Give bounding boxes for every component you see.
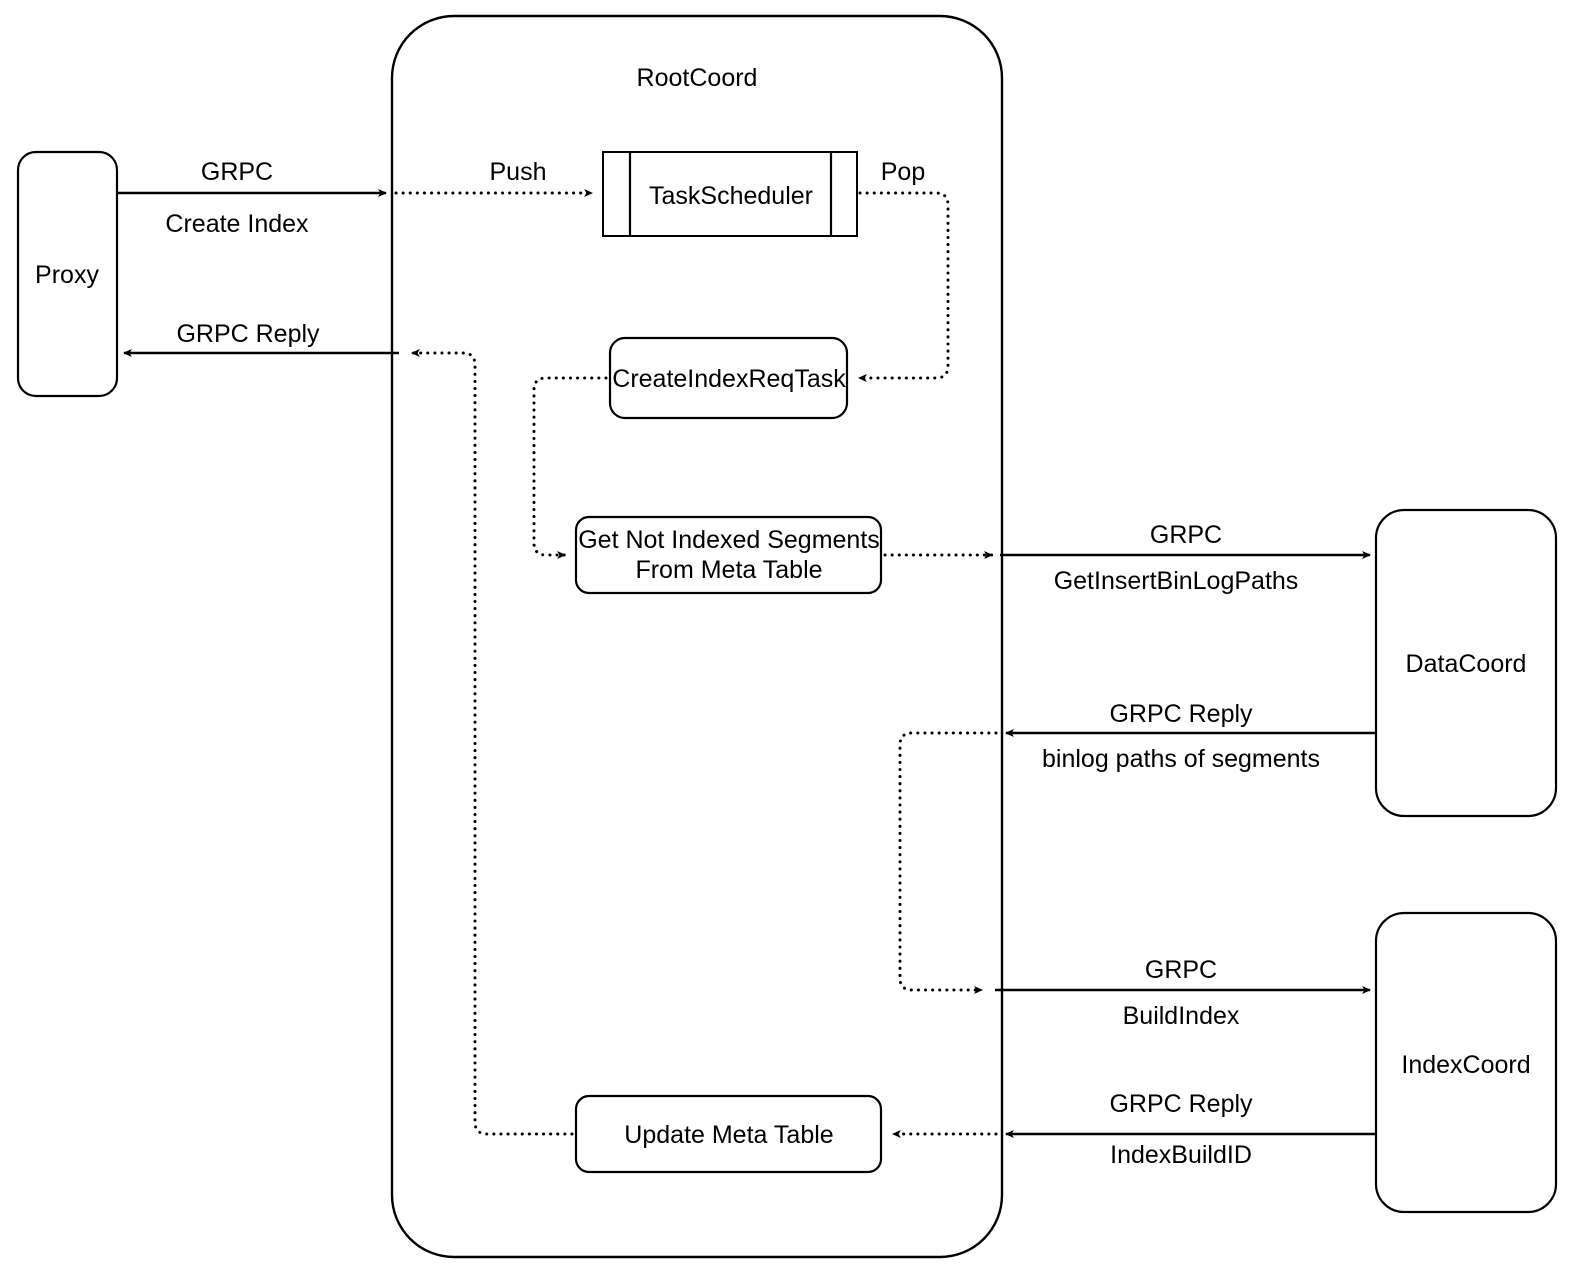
- edge-pop-label: Pop: [881, 158, 925, 186]
- edge-pop-from-scheduler-line: [857, 191, 950, 383]
- datacoord-label: DataCoord: [1406, 650, 1527, 678]
- create-index-req-task-label: CreateIndexReqTask: [612, 365, 846, 393]
- rootcoord-label: RootCoord: [637, 64, 758, 92]
- node-indexcoord[interactable]: IndexCoord: [1374, 911, 1558, 1214]
- edge-rootcoord-to-proxy: GRPC Reply: [122, 320, 399, 358]
- indexcoord-label: IndexCoord: [1401, 1051, 1530, 1079]
- create-index-req-task-box[interactable]: [608, 336, 849, 420]
- edge-datacoord-reply: GRPC Reply binlog paths of segments: [1004, 700, 1376, 773]
- edge-datacoord-reply-to-buildindex: [898, 731, 998, 995]
- get-not-indexed-segments-box[interactable]: [574, 515, 883, 595]
- edge-to-datacoord: GRPC GetInsertBinLogPaths: [1000, 521, 1372, 595]
- node-task-scheduler[interactable]: TaskScheduler: [602, 151, 858, 237]
- edge-task-to-get-segments: [532, 376, 608, 560]
- edge-task-to-get-segments-line: [532, 376, 608, 560]
- node-proxy[interactable]: Proxy: [16, 150, 119, 398]
- edge-to-indexcoord-label-bottom: BuildIndex: [1123, 1002, 1240, 1030]
- edge-push-label: Push: [490, 158, 547, 186]
- edge-to-indexcoord-label-top: GRPC: [1145, 956, 1217, 984]
- datacoord-box[interactable]: [1374, 508, 1558, 818]
- task-scheduler-box[interactable]: [602, 151, 858, 237]
- node-update-meta-table[interactable]: Update Meta Table: [574, 1094, 883, 1174]
- edge-pop-from-scheduler: Pop: [857, 158, 950, 383]
- task-scheduler-label: TaskScheduler: [649, 182, 813, 210]
- edge-datacoord-reply-label-top: GRPC Reply: [1109, 700, 1253, 728]
- get-not-indexed-segments-label-line1: Get Not Indexed Segments: [578, 526, 880, 554]
- edge-to-datacoord-label-top: GRPC: [1150, 521, 1222, 549]
- edge-datacoord-reply-to-buildindex-line: [898, 731, 998, 995]
- edge-proxy-to-rootcoord: GRPC Create Index: [117, 158, 388, 238]
- update-meta-table-label: Update Meta Table: [624, 1121, 833, 1149]
- get-not-indexed-segments-label-line2: From Meta Table: [635, 556, 822, 584]
- edge-push-to-scheduler: Push: [394, 158, 594, 198]
- edge-datacoord-reply-label-bottom: binlog paths of segments: [1042, 745, 1320, 773]
- indexcoord-box[interactable]: [1374, 911, 1558, 1214]
- node-datacoord[interactable]: DataCoord: [1374, 508, 1558, 818]
- node-create-index-req-task[interactable]: CreateIndexReqTask: [608, 336, 849, 420]
- edge-indexcoord-reply-label-bottom: IndexBuildID: [1110, 1141, 1252, 1169]
- node-get-not-indexed-segments[interactable]: Get Not Indexed Segments From Meta Table: [574, 515, 883, 595]
- rootcoord-boundary: [390, 14, 1004, 1259]
- container-rootcoord: RootCoord: [390, 14, 1004, 1259]
- edge-proxy-to-rootcoord-label-top: GRPC: [201, 158, 273, 186]
- edge-proxy-to-rootcoord-label-bottom: Create Index: [165, 210, 309, 238]
- edge-indexcoord-reply: GRPC Reply IndexBuildID: [1004, 1090, 1376, 1169]
- edge-to-indexcoord: GRPC BuildIndex: [995, 956, 1372, 1030]
- edge-indexcoord-reply-label-top: GRPC Reply: [1109, 1090, 1253, 1118]
- proxy-box[interactable]: [16, 150, 119, 398]
- edge-update-meta-to-reply-line: [410, 348, 574, 1136]
- proxy-label: Proxy: [35, 261, 99, 289]
- update-meta-table-box[interactable]: [574, 1094, 883, 1174]
- edge-to-datacoord-label-bottom: GetInsertBinLogPaths: [1054, 567, 1299, 595]
- edge-rootcoord-to-proxy-label: GRPC Reply: [176, 320, 320, 348]
- edge-update-meta-to-reply: [410, 348, 574, 1136]
